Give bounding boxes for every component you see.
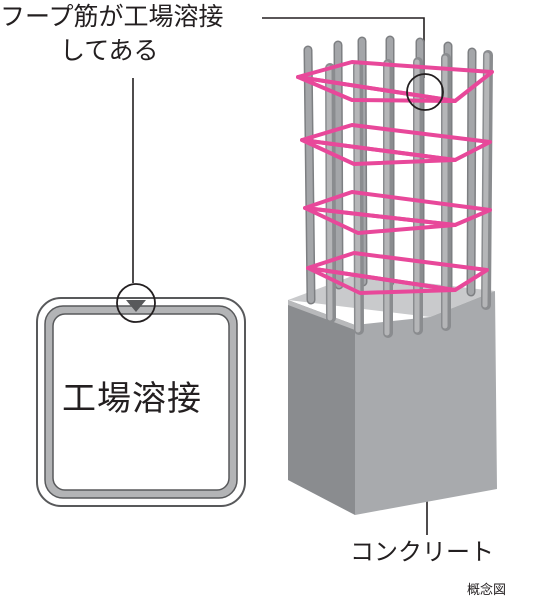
hoop-3-front: [303, 206, 457, 235]
concrete-label: コンクリート: [350, 538, 494, 566]
hoop-group: [296, 60, 494, 295]
leader-to-column: [262, 17, 425, 78]
weld-detail-circle-icon: [406, 73, 444, 111]
weld-note-line2: してある: [60, 36, 159, 65]
concept-note: 概念図: [467, 583, 507, 598]
weld-triangle-icon: [126, 300, 146, 312]
magnifier-circle-icon: [116, 283, 156, 323]
weld-note-line1: フープ筋が工場溶接: [0, 2, 224, 31]
hoop-4-front: [306, 266, 457, 295]
hoop-2-front: [300, 138, 457, 166]
section-frame: [36, 297, 246, 507]
section-label: 工場溶接: [62, 379, 202, 419]
hoop-1-front: [296, 75, 457, 103]
